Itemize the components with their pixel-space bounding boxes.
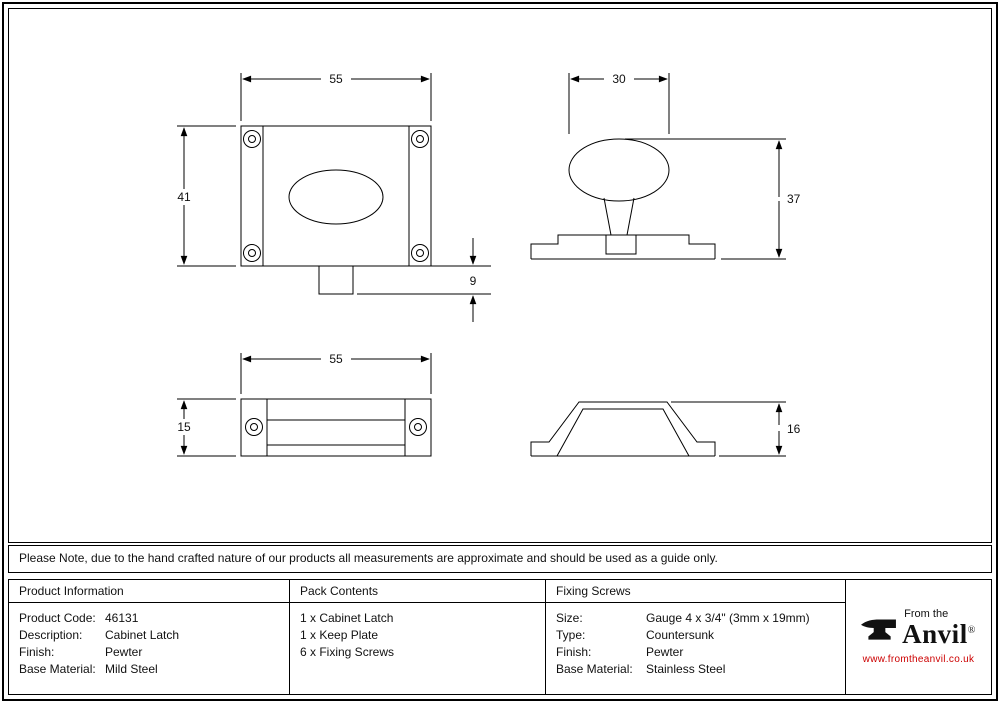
dimension-label: 9 bbox=[470, 274, 477, 288]
front-view-dimensions: 55 41 9 bbox=[177, 72, 491, 322]
dimension-label: 55 bbox=[329, 352, 343, 366]
table-row: Description: Cabinet Latch bbox=[19, 627, 279, 644]
spec-label: Type: bbox=[556, 628, 586, 642]
table-row: Finish: Pewter bbox=[19, 644, 279, 661]
drawing-area: 55 41 9 bbox=[8, 8, 992, 543]
table-row: Product Code: 46131 bbox=[19, 610, 279, 627]
logo: From the Anvil® www.fromtheanvil.co.uk bbox=[846, 580, 991, 694]
note-text: Please Note, due to the hand crafted nat… bbox=[19, 551, 718, 565]
pack-item: 6 x Fixing Screws bbox=[300, 645, 395, 659]
table-row: Finish: Pewter bbox=[556, 644, 835, 661]
spec-label: Base Material: bbox=[19, 662, 96, 676]
spec-value: Mild Steel bbox=[105, 662, 158, 676]
technical-drawing: 55 41 9 bbox=[177, 72, 801, 457]
table-row: Type: Countersunk bbox=[556, 627, 835, 644]
logo-tagline: From the bbox=[904, 608, 949, 620]
spec-label: Finish: bbox=[556, 645, 592, 659]
pack-item: 1 x Keep Plate bbox=[300, 628, 379, 642]
keep-plate-side-dimensions: 16 bbox=[671, 401, 801, 457]
dimension-label: 30 bbox=[612, 72, 626, 86]
spec-label: Product Code: bbox=[19, 611, 96, 625]
pack-item: 1 x Cabinet Latch bbox=[300, 611, 394, 625]
spec-label: Size: bbox=[556, 611, 583, 625]
spec-value: Countersunk bbox=[646, 628, 715, 642]
spec-value: Cabinet Latch bbox=[105, 628, 180, 642]
table-row: Size: Gauge 4 x 3/4" (3mm x 19mm) bbox=[556, 610, 835, 627]
logo-brand: Anvil® bbox=[902, 619, 976, 649]
product-information-header: Product Information bbox=[9, 580, 289, 603]
spec-value: 46131 bbox=[105, 611, 139, 625]
registered-mark: ® bbox=[967, 625, 976, 636]
fixing-screws-header: Fixing Screws bbox=[546, 580, 845, 603]
dimension-label: 55 bbox=[329, 72, 343, 86]
cabinet-latch-side-view bbox=[530, 138, 716, 260]
dimension-label: 16 bbox=[787, 422, 801, 436]
logo-url: www.fromtheanvil.co.uk bbox=[862, 654, 975, 665]
keep-plate-side-view bbox=[530, 401, 716, 457]
spec-value: Stainless Steel bbox=[646, 662, 726, 676]
info-table: Product Information Product Code: 46131 … bbox=[8, 579, 992, 695]
table-row: Base Material: Mild Steel bbox=[19, 661, 279, 678]
side-view-dimensions: 30 37 bbox=[568, 72, 801, 260]
spec-label: Finish: bbox=[19, 645, 55, 659]
product-information-column: Product Information Product Code: 46131 … bbox=[9, 580, 290, 694]
pack-contents-column: Pack Contents 1 x Cabinet Latch 1 x Keep… bbox=[290, 580, 546, 694]
fixing-screws-column: Fixing Screws Size: Gauge 4 x 3/4" (3mm … bbox=[546, 580, 846, 694]
spec-value: Pewter bbox=[646, 645, 684, 659]
spec-label: Base Material: bbox=[556, 662, 633, 676]
dimension-label: 15 bbox=[177, 420, 191, 434]
keep-plate-front-dimensions: 55 15 bbox=[177, 352, 432, 457]
spec-value: Pewter bbox=[105, 645, 143, 659]
note-bar: Please Note, due to the hand crafted nat… bbox=[8, 545, 992, 573]
cabinet-latch-front-view bbox=[240, 125, 432, 295]
anvil-icon bbox=[861, 618, 897, 640]
spec-value: Gauge 4 x 3/4" (3mm x 19mm) bbox=[646, 611, 810, 625]
spec-label: Description: bbox=[19, 628, 83, 642]
keep-plate-front-view bbox=[240, 398, 432, 457]
dimension-label: 37 bbox=[787, 192, 801, 206]
table-row: Base Material: Stainless Steel bbox=[556, 661, 835, 678]
dimension-label: 41 bbox=[177, 190, 191, 204]
pack-contents-header: Pack Contents bbox=[290, 580, 545, 603]
